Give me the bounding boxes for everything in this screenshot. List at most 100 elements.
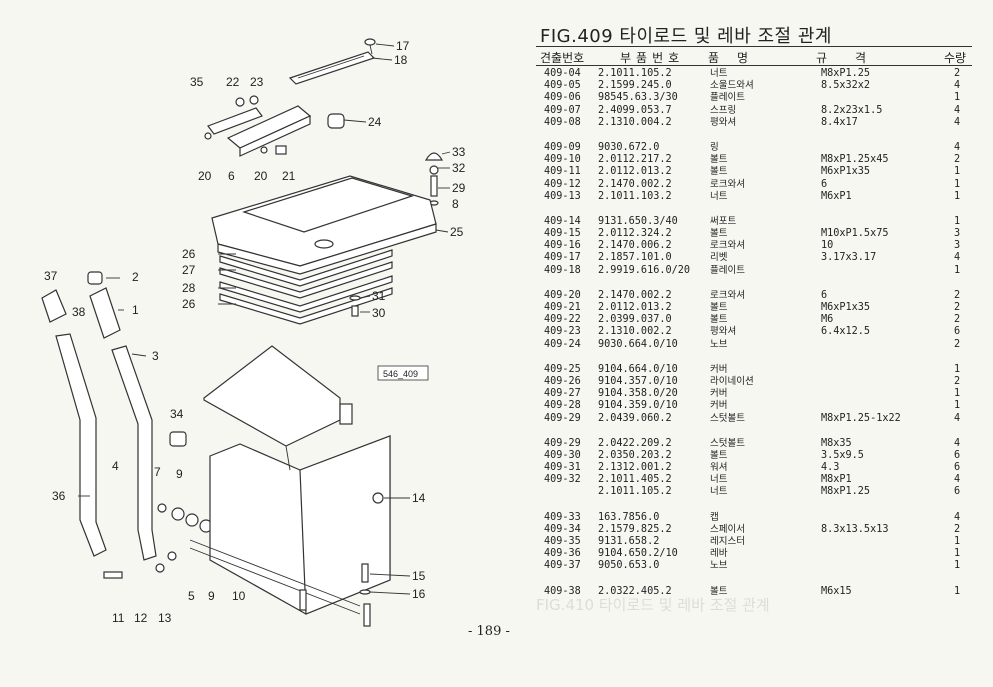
header-part-name: 품명 (708, 51, 767, 65)
callout: 18 (394, 53, 408, 67)
row-part-name: 로크와셔 (710, 178, 745, 190)
header-ref: 견출번호 (540, 51, 585, 65)
row-spec: 3.17x3.17 (821, 252, 877, 264)
row-part-name: 커버 (710, 400, 728, 412)
row-part-number: 2.1011.105.2 (598, 68, 672, 79)
row-part-name: 커버 (710, 388, 728, 400)
row-ref: 409-09 (544, 141, 581, 153)
row-ref: 409-32 (544, 474, 581, 486)
callout: 21 (282, 169, 296, 183)
row-qty: 1 (954, 190, 961, 202)
row-spec: 6 (821, 289, 828, 301)
row-part-number: 2.1857.101.0 (598, 252, 672, 264)
row-part-number: 2.0399.037.0 (598, 314, 672, 326)
row-part-name: 스페이서 (710, 523, 745, 535)
figure-title: FIG.409 타이로드 및 레바 조절 관계 (540, 26, 832, 47)
row-qty: 4 (954, 437, 961, 449)
row-part-number: 2.1599.245.0 (598, 80, 672, 92)
row-part-number: 9030.672.0 (598, 141, 660, 153)
row-qty: 6 (954, 462, 961, 474)
row-part-name: 플레이트 (710, 264, 745, 276)
row-spec: M6xP1 (821, 190, 852, 202)
row-part-name: 평와셔 (710, 116, 737, 128)
knob-37 (41, 289, 67, 323)
row-spec: 10 (821, 240, 834, 252)
row-part-name: 노브 (710, 560, 728, 572)
row-part-name: 캡 (710, 511, 719, 523)
callout: 9 (176, 467, 183, 481)
row-ref: 409-12 (544, 178, 581, 190)
row-ref: 409-31 (544, 462, 581, 474)
row-part-name: 리벳 (710, 252, 728, 264)
callout: 2 (132, 270, 139, 284)
row-part-number: 2.1011.103.2 (598, 190, 672, 202)
callout: 10 (232, 589, 246, 603)
row-ref: 409-35 (544, 536, 581, 547)
row-qty: 2 (954, 302, 961, 313)
row-spec: 6 (821, 178, 828, 190)
row-part-number: 9131.658.2 (598, 536, 660, 547)
row-part-number: 2.0350.203.2 (598, 449, 672, 461)
row-spec: M8xP1.25x45 (821, 154, 889, 166)
row-qty: 1 (954, 92, 961, 104)
row-spec: 8.4x17 (821, 116, 858, 128)
row-qty: 2 (954, 523, 961, 535)
callout: 9 (208, 589, 215, 603)
row-ref: 409-10 (544, 154, 581, 166)
row-ref: 409-11 (544, 166, 581, 178)
row-ref: 409-06 (544, 92, 581, 104)
callout: 33 (452, 145, 466, 159)
callout: 7 (154, 465, 161, 479)
row-part-name: 볼트 (710, 302, 728, 313)
callout: 36 (52, 489, 66, 503)
knob-24 (327, 113, 345, 129)
row-qty: 4 (954, 511, 961, 523)
row-part-name: 라이네이션 (710, 375, 754, 387)
row-ref: 409-14 (544, 215, 581, 227)
callout: 32 (452, 161, 466, 175)
leader-lines (78, 43, 451, 595)
callout: 26 (182, 247, 196, 261)
callout: 25 (450, 225, 464, 239)
show-through-text: FIG.410 타이로드 및 레바 조절 관계 (536, 596, 770, 614)
row-qty: 6 (954, 486, 961, 498)
row-part-number: 9131.650.3/40 (598, 215, 678, 227)
callout: 26 (182, 297, 196, 311)
row-spec: 8.3x13.5x13 (821, 523, 889, 535)
row-qty: 1 (954, 166, 961, 178)
row-part-name: 스프링 (710, 104, 737, 116)
row-spec: M8xP1 (821, 474, 852, 486)
row-ref: 409-13 (544, 190, 581, 202)
row-part-name: 로크와셔 (710, 289, 745, 301)
row-spec: M8x35 (821, 437, 852, 449)
row-qty: 1 (954, 400, 961, 412)
exploded-parts-diagram: 17 18 35 22 23 24 33 32 29 8 25 20 6 20 … (41, 38, 466, 627)
callout: 17 (396, 39, 410, 53)
row-part-number: 9104.359.0/10 (598, 400, 678, 412)
cap-33 (424, 152, 444, 161)
row-part-name: 볼트 (710, 154, 728, 166)
callout: 34 (170, 407, 184, 421)
row-part-number: 9050.653.0 (598, 560, 660, 572)
bracket-35 (207, 107, 263, 135)
row-part-name: 플레이트 (710, 92, 745, 104)
row-ref: 409-15 (544, 228, 581, 240)
row-part-number: 2.0439.060.2 (598, 412, 672, 424)
row-ref: 409-30 (544, 449, 581, 461)
row-part-number: 2.0112.013.2 (598, 166, 672, 178)
